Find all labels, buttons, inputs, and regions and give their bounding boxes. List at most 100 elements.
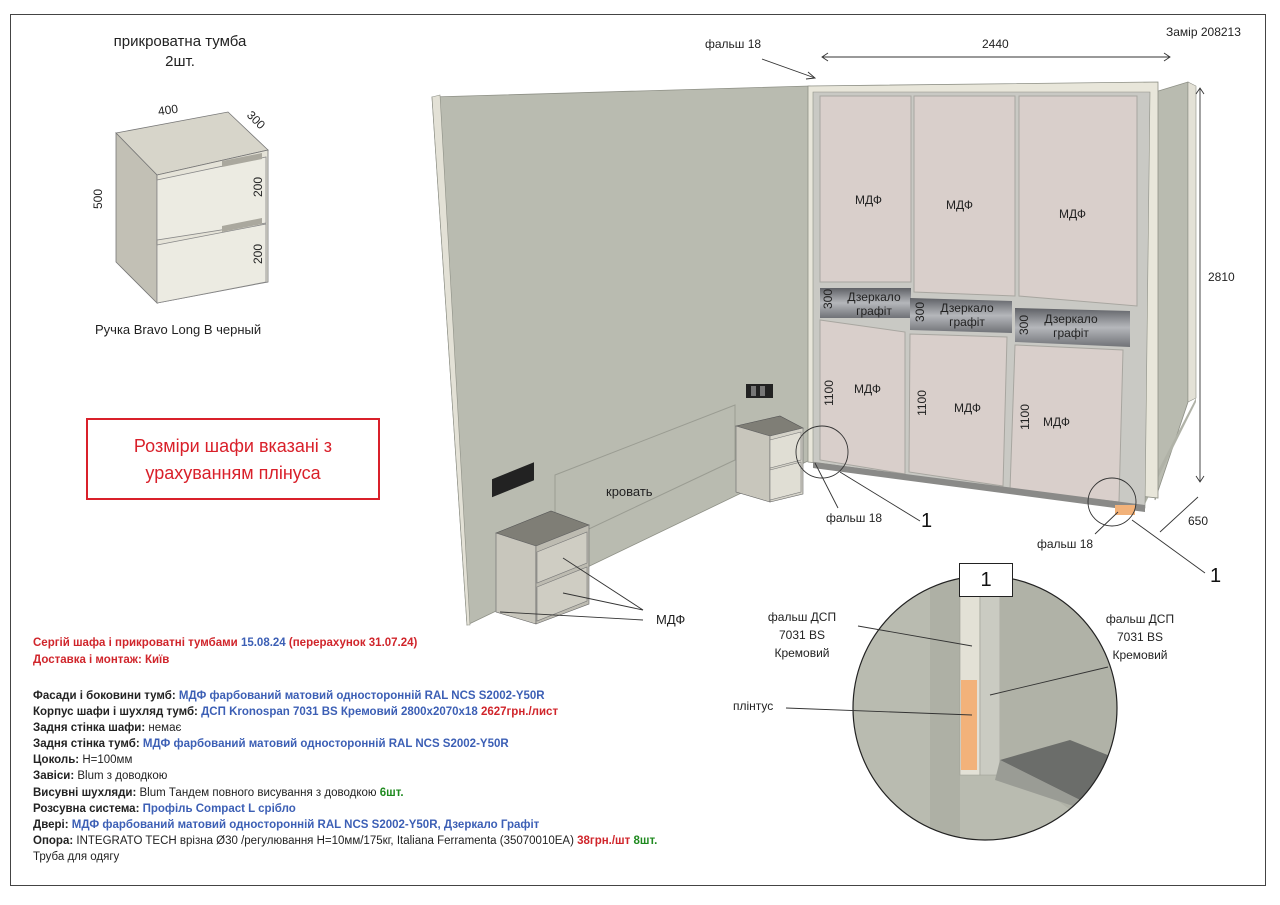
order-info: Сергій шафа і прикроватні тумбами 15.08.…: [33, 635, 417, 669]
order-client: Сергій шафа і прикроватні тумбами: [33, 637, 238, 649]
nightstand-width-dim: 400: [157, 101, 179, 119]
spec-sliding: Розсувна система: Профіль Compact L сріб…: [33, 801, 657, 817]
spec-hinges: Завіси: Blum з доводкою: [33, 768, 657, 784]
spec-doors-label: Двері:: [33, 818, 69, 831]
detail-plinth-label: плінтус: [733, 699, 774, 713]
nightstand-drawer-bottom-dim: 200: [251, 243, 266, 265]
door1-mirror-line2: графіт: [856, 304, 892, 318]
spec-body-price: 2627грн./лист: [480, 706, 559, 719]
detail-right-label: фальш ДСП 7031 BS Кремовий: [1090, 610, 1190, 664]
spec-back-value: немає: [148, 722, 182, 735]
wall-sockets: [492, 384, 773, 498]
measure-reference: Замір 208213: [1166, 25, 1241, 39]
spec-list: Фасади і боковини тумб: МДФ фарбований м…: [33, 688, 657, 865]
spec-rail: Труба для одягу: [33, 850, 120, 863]
spec-support: Опора: INTEGRATO TECH врізна Ø30 /регулю…: [33, 833, 657, 849]
spec-back: Задня стінка шафи: немає: [33, 720, 657, 736]
door2-mirror-height: 300: [913, 301, 928, 323]
nightstand-quantity: 2шт.: [165, 53, 195, 70]
spec-support-label: Опора:: [33, 834, 74, 847]
spec-body-value: ДСП Kronospan 7031 BS Кремовий 2800x2070…: [201, 706, 478, 719]
room-walls: [431, 81, 1197, 626]
detail-left-line3: Кремовий: [774, 646, 830, 660]
callout-left-number: 1: [921, 510, 933, 532]
door3-bottom-height: 1100: [1017, 404, 1032, 430]
sheet-frame: [10, 14, 1266, 886]
spec-hinges-label: Завіси:: [33, 770, 75, 783]
order-delivery: Доставка і монтаж: Київ: [33, 654, 170, 666]
door3-top-label: МДФ: [1059, 207, 1086, 221]
door3-bottom-label: МДФ: [1043, 415, 1070, 429]
size-warning-line2: урахуванням плінуса: [145, 463, 321, 483]
falsh-top-label: фальш 18: [705, 37, 762, 51]
spec-back-label: Задня стінка шафи:: [33, 722, 146, 735]
spec-hinges-value: Blum з доводкою: [77, 770, 168, 783]
door1-top-label: МДФ: [855, 193, 882, 207]
nightstand-right: [734, 415, 804, 503]
nightstand-title: прикроватна тумба: [113, 33, 247, 50]
detail-right-line1: фальш ДСП: [1105, 612, 1175, 626]
door1-bottom-height: 1100: [821, 380, 836, 406]
door1-bottom-label: МДФ: [854, 382, 881, 396]
nightstand-drawer-top-dim: 200: [251, 176, 266, 198]
wardrobe-depth-dim: 650: [1188, 514, 1209, 528]
spec-body-label: Корпус шафи і шухляд тумб:: [33, 706, 198, 719]
detail-left-label: фальш ДСП 7031 BS Кремовий: [752, 608, 852, 662]
spec-plinth: Цоколь: H=100мм: [33, 752, 657, 768]
spec-facades-value: МДФ фарбований матовий односторонній RAL…: [178, 690, 545, 702]
nightstand-left: [495, 510, 590, 625]
spec-support-price: 38грн./шт: [577, 834, 631, 847]
detail-view: [785, 575, 1118, 841]
spec-drawers-qty: 6шт.: [379, 786, 404, 799]
spec-plinth-label: Цоколь:: [33, 754, 80, 767]
handle-label: Ручка Bravo Long B черный: [95, 322, 262, 337]
door2-bottom-height: 1100: [914, 390, 929, 416]
door2-mirror-line1: Дзеркало: [940, 301, 994, 315]
door1-mirror-line1: Дзеркало: [847, 290, 901, 304]
spec-back2-value: МДФ фарбований матовий односторонній RAL…: [142, 738, 509, 751]
dimension-lines: [499, 52, 1206, 621]
order-line1: Сергій шафа і прикроватні тумбами 15.08.…: [33, 635, 417, 652]
door1-mirror-label: Дзеркало графіт: [843, 290, 905, 318]
size-warning-line1: Розміри шафи вказані з: [133, 436, 333, 456]
door3-mirror-line2: графіт: [1053, 326, 1089, 340]
spec-doors-value: МДФ фарбований матовий односторонній RAL…: [71, 818, 540, 831]
door1-mirror-height: 300: [821, 288, 836, 310]
spec-sliding-label: Розсувна система:: [33, 802, 140, 815]
order-recalc: (перерахунок 31.07.24): [288, 637, 418, 649]
spec-facades: Фасади і боковини тумб: МДФ фарбований м…: [33, 688, 657, 704]
door3-mirror-line1: Дзеркало: [1044, 312, 1098, 326]
nightstand-mdf-label: МДФ: [656, 612, 686, 627]
wardrobe-width-dim: 2440: [982, 37, 1009, 51]
order-date: 15.08.24: [240, 637, 286, 649]
door2-top-label: МДФ: [946, 198, 973, 212]
falsh-left-bottom-label: фальш 18: [826, 511, 883, 525]
callout-right-number: 1: [1210, 565, 1222, 587]
falsh-right-bottom-label: фальш 18: [1037, 537, 1094, 551]
detail-number: 1: [959, 563, 1013, 597]
door3-mirror-label: Дзеркало графіт: [1040, 312, 1102, 340]
detail-right-line3: Кремовий: [1112, 648, 1168, 662]
spec-support-qty: 8шт.: [633, 834, 658, 847]
spec-support-value: INTEGRATO TECH врізна Ø30 /регулювання H…: [76, 834, 574, 847]
spec-body: Корпус шафи і шухляд тумб: ДСП Kronospan…: [33, 704, 657, 720]
wardrobe: [807, 81, 1159, 515]
spec-facades-label: Фасади і боковини тумб:: [33, 690, 176, 702]
bed-label: кровать: [606, 484, 653, 499]
door2-mirror-line2: графіт: [949, 315, 985, 329]
door2-mirror-label: Дзеркало графіт: [936, 301, 998, 329]
wardrobe-height-dim: 2810: [1208, 270, 1235, 284]
spec-back2-label: Задня стінка тумб:: [33, 738, 140, 751]
detail-left-line1: фальш ДСП: [767, 610, 837, 624]
size-warning-box: Розміри шафи вказані з урахуванням пліну…: [86, 418, 380, 500]
spec-drawers-label: Висувні шухляди:: [33, 786, 137, 799]
detail-right-line2: 7031 BS: [1116, 630, 1164, 644]
detail-left-line2: 7031 BS: [778, 628, 826, 642]
nightstand-sketch: [115, 111, 269, 304]
door3-mirror-height: 300: [1017, 314, 1032, 336]
spec-drawers: Висувні шухляди: Blum Тандем повного вис…: [33, 785, 657, 801]
spec-drawers-value: Blum Тандем повного висування з доводкою: [139, 786, 377, 799]
spec-doors: Двері: МДФ фарбований матовий односторон…: [33, 817, 657, 833]
